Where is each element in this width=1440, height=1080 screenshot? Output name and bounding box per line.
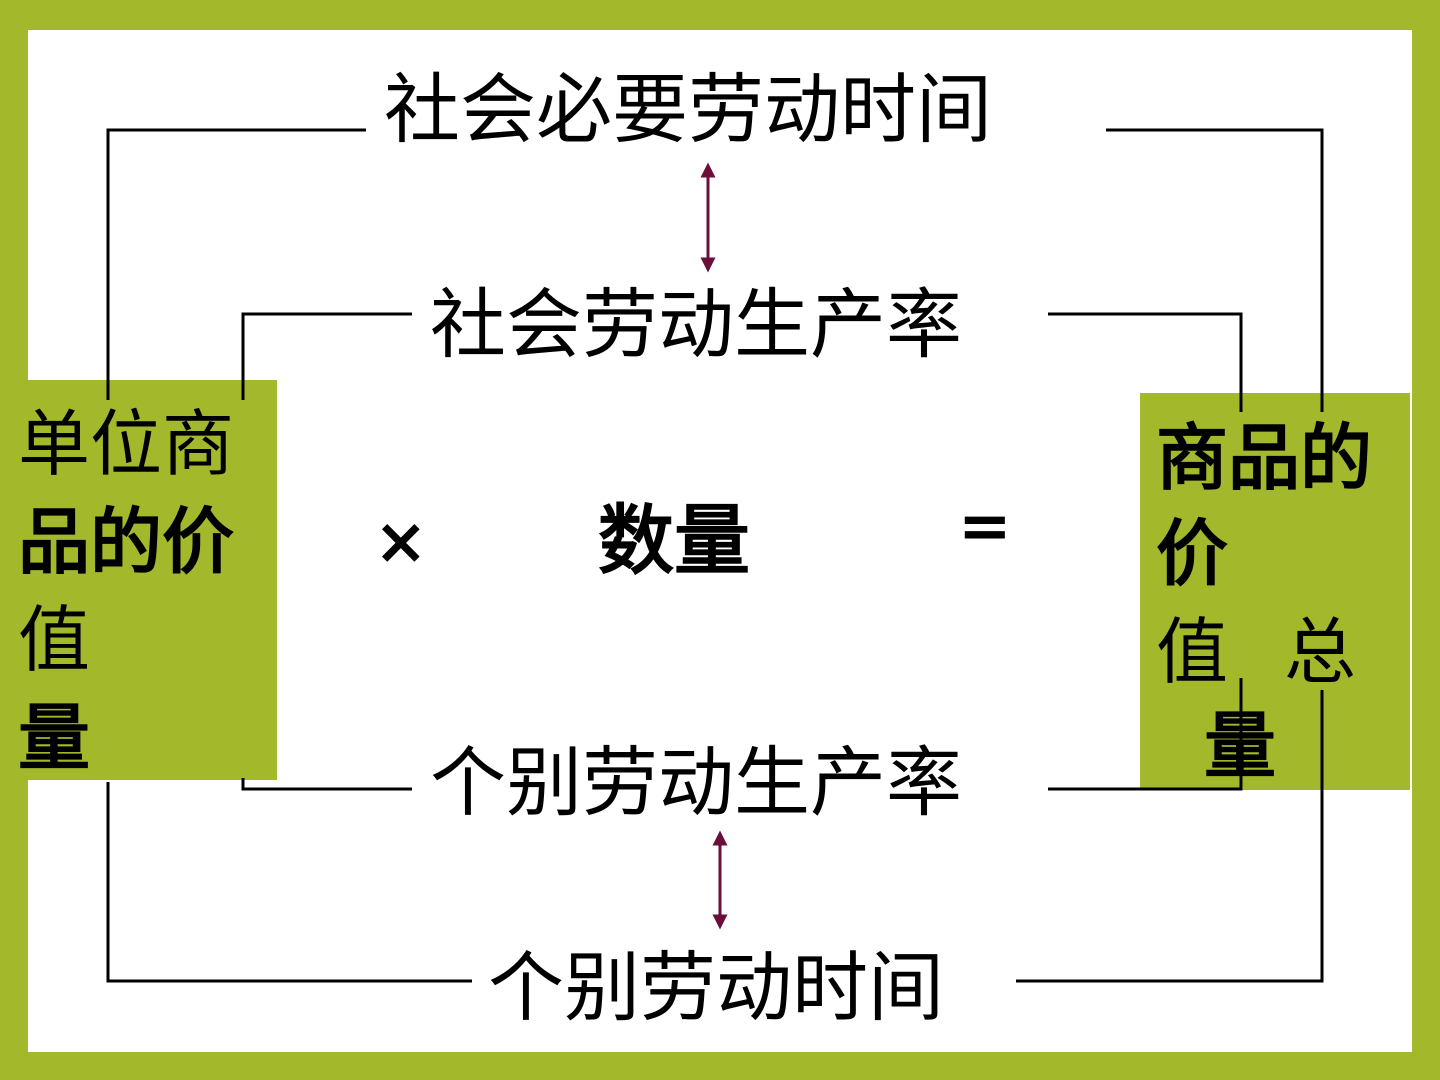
outer-top-left-line — [106, 128, 366, 400]
right-box — [1140, 393, 1410, 790]
quantity-label: 数量 — [598, 496, 750, 585]
outer-bottom-right-line — [1016, 690, 1324, 983]
inner-top-left-line — [241, 312, 412, 400]
right-box-line-3a: 值 — [1156, 610, 1229, 694]
left-box-line-3: 值 — [18, 598, 91, 682]
right-box-line-2: 价 — [1156, 512, 1229, 596]
right-box-line-3b: 总 — [1284, 610, 1357, 694]
individual-time-label: 个别劳动时间 — [488, 943, 944, 1032]
inner-bottom-right-line — [1048, 678, 1243, 791]
times-symbol: × — [374, 505, 428, 579]
left-box-line-2: 品的价 — [18, 500, 235, 584]
inner-bottom-left-line — [241, 778, 412, 791]
social-productivity-label: 社会劳动生产率 — [430, 280, 962, 369]
left-box-line-1: 单位商 — [18, 402, 235, 486]
right-box-line-1: 商品的 — [1156, 416, 1373, 500]
left-box — [0, 380, 277, 780]
right-box-line-4: 量 — [1204, 704, 1277, 788]
equals-symbol: = — [958, 490, 1012, 564]
outer-top-right-line — [1106, 128, 1324, 412]
individual-productivity-label: 个别劳动生产率 — [430, 738, 962, 827]
outer-bottom-left-line — [106, 782, 472, 983]
social-necessary-time-label: 社会必要劳动时间 — [384, 65, 992, 154]
inner-top-right-line — [1048, 312, 1243, 412]
left-box-line-4: 量 — [18, 696, 91, 780]
